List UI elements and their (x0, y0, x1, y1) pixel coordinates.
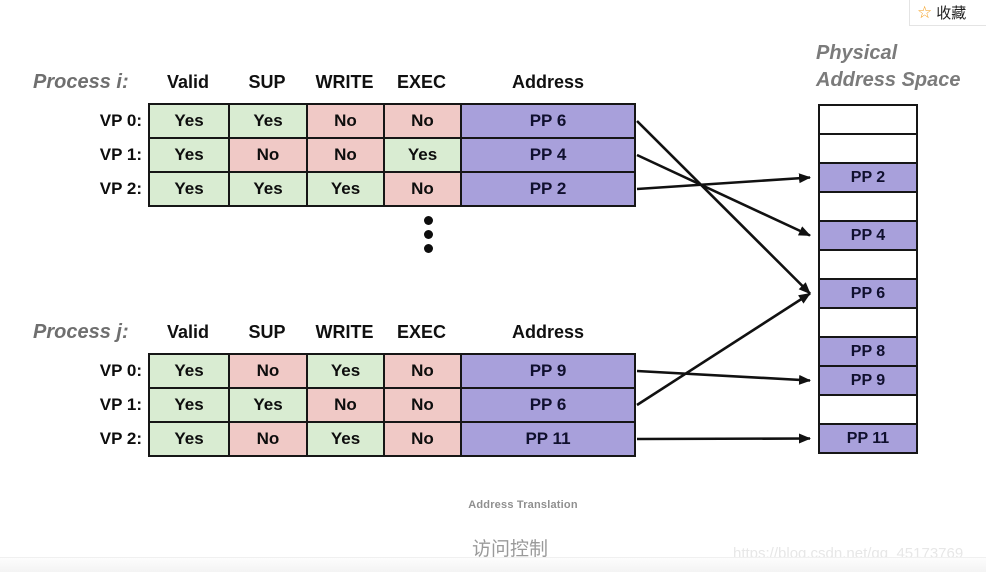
physical-title-line2: Address Space (816, 69, 961, 91)
column-header-exec: EXEC (396, 72, 447, 92)
flag-cell: Yes (150, 105, 228, 137)
vp-label: VP 1: (99, 395, 142, 414)
phys-page-cell: PP 9 (820, 367, 916, 394)
phys-page-cell: PP 2 (820, 164, 916, 191)
phys-empty-cell (820, 251, 916, 278)
flag-cell: Yes (230, 105, 306, 137)
address-cell: PP 11 (462, 423, 634, 455)
mapping-arrow-j-2 (636, 433, 811, 444)
flag-cell: Yes (150, 355, 228, 387)
flag-cell: Yes (308, 355, 383, 387)
mapping-arrow-i-1 (636, 153, 811, 237)
process-j-label: Process j: (33, 321, 129, 343)
physical-title-line1: Physical (816, 42, 898, 64)
mapping-arrow-j-1 (636, 292, 811, 407)
flag-cell: No (230, 355, 306, 387)
phys-empty-cell (820, 135, 916, 162)
bottom-divider (0, 557, 986, 572)
flag-cell: Yes (385, 139, 460, 171)
flag-cell: Yes (150, 389, 228, 421)
flag-cell: No (385, 389, 460, 421)
column-header-write: WRITE (315, 322, 374, 342)
address-translation-caption: Address Translation (468, 499, 578, 511)
column-header-valid: Valid (166, 322, 210, 342)
ellipsis-dots (424, 216, 433, 253)
vp-label: VP 1: (99, 145, 142, 164)
flag-cell: No (385, 423, 460, 455)
vp-label: VP 2: (99, 179, 142, 198)
flag-cell: No (385, 173, 460, 205)
mapping-arrow-i-2 (636, 173, 811, 191)
flag-cell: No (230, 139, 306, 171)
ellipsis-dot (424, 244, 433, 253)
phys-page-cell: PP 6 (820, 280, 916, 307)
mapping-arrow-i-0 (636, 120, 811, 295)
physical-address-space-title: Physical Address Space (816, 40, 961, 94)
ellipsis-dot (424, 216, 433, 225)
column-header-address: Address (511, 72, 585, 92)
process-j-vp-labels: VP 0: VP 1: VP 2: (40, 354, 142, 456)
vp-label: VP 2: (99, 429, 142, 448)
ellipsis-dot (424, 230, 433, 239)
favorite-label: 收藏 (936, 5, 967, 22)
column-header-sup: SUP (248, 72, 286, 92)
flag-cell: No (385, 355, 460, 387)
vp-label: VP 0: (99, 111, 142, 130)
flag-cell: No (308, 389, 383, 421)
flag-cell: Yes (308, 423, 383, 455)
mapping-arrow-j-0 (636, 369, 811, 385)
column-header-write: WRITE (315, 72, 374, 92)
flag-cell: Yes (150, 423, 228, 455)
process-i-vp-labels: VP 0: VP 1: VP 2: (40, 104, 142, 206)
process-j-column-headers: Valid SUP WRITE EXEC Address (148, 322, 636, 343)
flag-cell: No (385, 105, 460, 137)
address-cell: PP 6 (462, 389, 634, 421)
column-header-exec: EXEC (396, 322, 447, 342)
address-cell: PP 9 (462, 355, 634, 387)
star-icon: ☆ (917, 3, 933, 22)
phys-page-cell: PP 8 (820, 338, 916, 365)
flag-cell: Yes (308, 173, 383, 205)
process-i-label: Process i: (33, 71, 129, 93)
process-i-column-headers: Valid SUP WRITE EXEC Address (148, 72, 636, 93)
column-header-address: Address (511, 322, 585, 342)
address-cell: PP 4 (462, 139, 634, 171)
flag-cell: Yes (230, 389, 306, 421)
address-cell: PP 6 (462, 105, 634, 137)
column-header-sup: SUP (248, 322, 286, 342)
phys-empty-cell (820, 309, 916, 336)
phys-empty-cell (820, 193, 916, 220)
vp-label: VP 0: (99, 361, 142, 380)
flag-cell: No (308, 139, 383, 171)
phys-page-cell: PP 4 (820, 222, 916, 249)
flag-cell: Yes (230, 173, 306, 205)
favorite-button[interactable]: ☆ 收藏 (909, 0, 986, 26)
phys-empty-cell (820, 106, 916, 133)
address-cell: PP 2 (462, 173, 634, 205)
page-title: 访问控制 (471, 539, 548, 560)
phys-page-cell: PP 11 (820, 425, 916, 452)
flag-cell: Yes (150, 173, 228, 205)
column-header-valid: Valid (166, 72, 210, 92)
flag-cell: Yes (150, 139, 228, 171)
flag-cell: No (230, 423, 306, 455)
phys-empty-cell (820, 396, 916, 423)
flag-cell: No (308, 105, 383, 137)
